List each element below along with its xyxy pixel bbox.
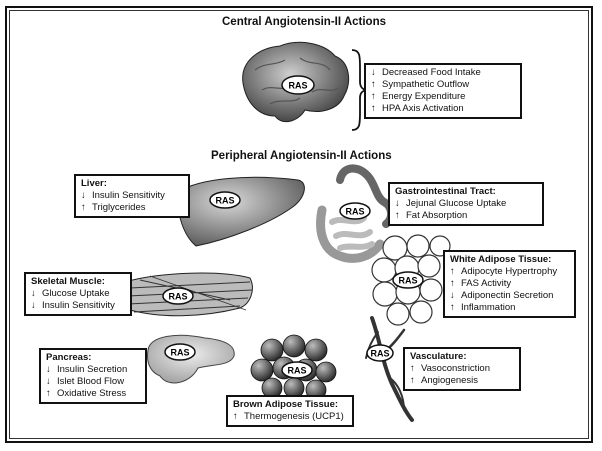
central-item: ↑Sympathetic Outflow <box>371 79 470 90</box>
liver-box: Liver: ↓Insulin Sensitivity ↑Triglycerid… <box>74 174 190 218</box>
ras-badge-vasculature <box>366 344 394 362</box>
pancreas-box: Pancreas: ↓Insulin Secretion ↓Islet Bloo… <box>39 348 147 404</box>
liver-illustration <box>177 176 305 247</box>
gi-item: ↑Fat Absorption <box>395 210 468 221</box>
ras-badge-muscle <box>162 287 194 305</box>
white-adipose-box: White Adipose Tissue: ↑Adipocyte Hypertr… <box>443 250 576 318</box>
vasculature-box: Vasculature: ↑Vasoconstriction ↑Angiogen… <box>403 347 521 391</box>
skeletal-muscle-box: Skeletal Muscle: ↓Glucose Uptake ↓Insuli… <box>24 272 132 316</box>
ras-label-muscle: RAS <box>168 292 187 302</box>
brain-illustration <box>242 41 350 123</box>
ras-label-liver: RAS <box>215 196 234 206</box>
ras-label-gi: RAS <box>345 207 364 217</box>
liver-item: ↑Triglycerides <box>81 202 146 213</box>
pancreas-item: ↓Islet Blood Flow <box>46 376 125 387</box>
central-item: ↑HPA Axis Activation <box>371 103 464 114</box>
central-actions-box: ↓Decreased Food Intake ↑Sympathetic Outf… <box>364 63 522 119</box>
ras-label-brain: RAS <box>288 81 307 91</box>
skeletal-muscle-item: ↓Insulin Sensitivity <box>31 300 115 311</box>
brown-adipose-item: ↑Thermogenesis (UCP1) <box>233 411 344 422</box>
pancreas-illustration <box>147 334 235 384</box>
inner-frame <box>9 10 589 439</box>
ras-badge-brown-adipose <box>281 361 313 379</box>
vasculature-title: Vasculature: <box>410 351 467 362</box>
pancreas-title: Pancreas: <box>46 352 92 363</box>
central-item: ↑Energy Expenditure <box>371 91 466 102</box>
gi-item: ↓Jejunal Glucose Uptake <box>395 198 507 209</box>
pancreas-item: ↑Oxidative Stress <box>46 388 127 399</box>
ras-badge-white-adipose <box>392 271 424 289</box>
white-adipose-item: ↑Adipocyte Hypertrophy <box>450 266 558 277</box>
ras-badge-gi <box>339 202 371 220</box>
ras-badge-liver <box>209 191 241 209</box>
brown-adipose-box: Brown Adipose Tissue: ↑Thermogenesis (UC… <box>226 395 354 427</box>
white-adipose-illustration <box>371 234 451 326</box>
central-actions-title: Central Angiotensin-II Actions <box>222 16 386 28</box>
vasculature-item: ↑Angiogenesis <box>410 375 479 386</box>
vasculature-item: ↑Vasoconstriction <box>410 363 490 374</box>
white-adipose-title: White Adipose Tissue: <box>450 254 552 265</box>
pancreas-item: ↓Insulin Secretion <box>46 364 128 375</box>
ras-badge-pancreas <box>164 343 196 361</box>
gi-title: Gastrointestinal Tract: <box>395 186 496 197</box>
skeletal-muscle-title: Skeletal Muscle: <box>31 276 105 287</box>
skeletal-muscle-illustration <box>122 272 253 317</box>
brown-adipose-title: Brown Adipose Tissue: <box>233 399 339 410</box>
liver-title: Liver: <box>81 178 107 189</box>
white-adipose-item: ↑FAS Activity <box>450 278 512 289</box>
peripheral-actions-title: Peripheral Angiotensin-II Actions <box>211 150 392 162</box>
ras-label-vasculature: RAS <box>370 349 389 359</box>
liver-item: ↓Insulin Sensitivity <box>81 190 165 201</box>
central-item: ↓Decreased Food Intake <box>371 67 481 78</box>
gi-tract-box: Gastrointestinal Tract: ↓Jejunal Glucose… <box>388 182 544 226</box>
vasculature-illustration <box>365 316 414 422</box>
ras-badge-brain <box>281 75 315 95</box>
ras-label-pancreas: RAS <box>170 348 189 358</box>
skeletal-muscle-item: ↓Glucose Uptake <box>31 288 110 299</box>
ras-label-brown-adipose: RAS <box>287 366 306 376</box>
ras-label-white-adipose: RAS <box>398 276 417 286</box>
white-adipose-item: ↑Inflammation <box>450 302 516 313</box>
white-adipose-item: ↓Adiponectin Secretion <box>450 290 554 301</box>
